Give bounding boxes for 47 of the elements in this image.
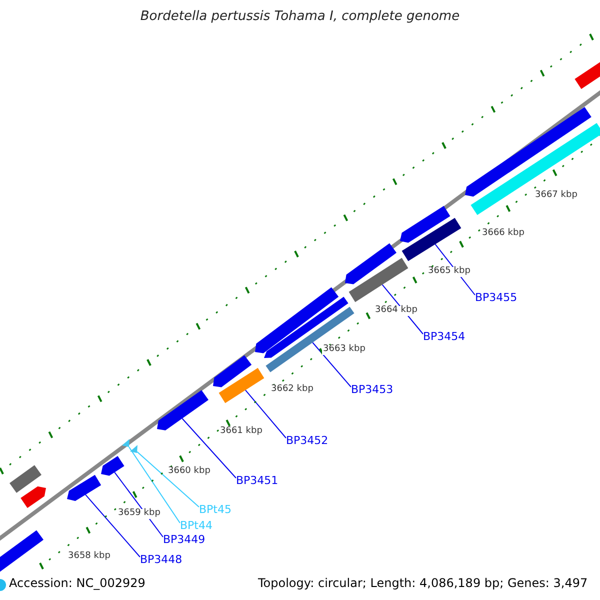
gene-block bbox=[0, 530, 44, 573]
gene-block bbox=[345, 243, 396, 284]
gene-block bbox=[264, 296, 348, 358]
gene-block bbox=[470, 123, 600, 215]
scale-label: 3659 kbp bbox=[117, 509, 162, 519]
scale-label: 3660 kbp bbox=[167, 467, 212, 477]
gene-label: BPt44 bbox=[180, 520, 212, 532]
gene-block bbox=[218, 368, 264, 404]
scale-label: 3658 kbp bbox=[67, 552, 112, 562]
gene-block bbox=[157, 390, 208, 430]
gene-triangle bbox=[130, 445, 138, 453]
gene-block bbox=[402, 218, 462, 262]
scale-label: 3664 kbp bbox=[374, 306, 418, 316]
leader-line bbox=[182, 418, 236, 478]
gene-block bbox=[10, 465, 42, 493]
gene-block bbox=[67, 474, 102, 501]
gene-label: BP3448 bbox=[140, 554, 182, 566]
leader-line bbox=[312, 342, 352, 388]
leader-line bbox=[85, 494, 140, 558]
gene-block bbox=[20, 486, 46, 508]
gene-label: BP3455 bbox=[475, 292, 518, 304]
scale-label: 3662 kbp bbox=[270, 385, 314, 395]
feature-marker bbox=[0, 579, 6, 591]
gene-block bbox=[213, 355, 252, 388]
gene-label: BP3451 bbox=[236, 475, 278, 488]
scale-label: 3661 kbp bbox=[219, 427, 264, 437]
info-text: Accession: NC_002929 bbox=[9, 577, 146, 590]
gene-block bbox=[400, 206, 450, 243]
scale-label: 3663 kbp bbox=[322, 345, 366, 355]
scale-label: 3667 kbp bbox=[534, 191, 578, 201]
leader-line bbox=[136, 451, 200, 508]
scale-label: 3666 kbp bbox=[481, 229, 526, 239]
leader-line bbox=[128, 446, 180, 524]
leader-line bbox=[244, 390, 286, 438]
gene-label: BP3449 bbox=[163, 534, 206, 546]
gene-label: BPt45 bbox=[199, 504, 232, 516]
gene-block bbox=[101, 456, 124, 476]
gene-block bbox=[574, 61, 600, 89]
gene-label: BP3452 bbox=[286, 435, 328, 448]
gene-label: BP3454 bbox=[423, 331, 466, 344]
info-text: Topology: circular; Length: 4,086,189 bp; Genes: 3,497 bbox=[258, 577, 588, 590]
gene-label: BP3453 bbox=[351, 384, 394, 396]
gene-block bbox=[465, 107, 592, 197]
gene-block bbox=[348, 258, 408, 302]
gene-triangle bbox=[122, 439, 130, 447]
scale-label: 3665 kbp bbox=[427, 267, 472, 277]
title: Bordetella pertussis Tohama I, complete genome bbox=[139, 10, 461, 24]
